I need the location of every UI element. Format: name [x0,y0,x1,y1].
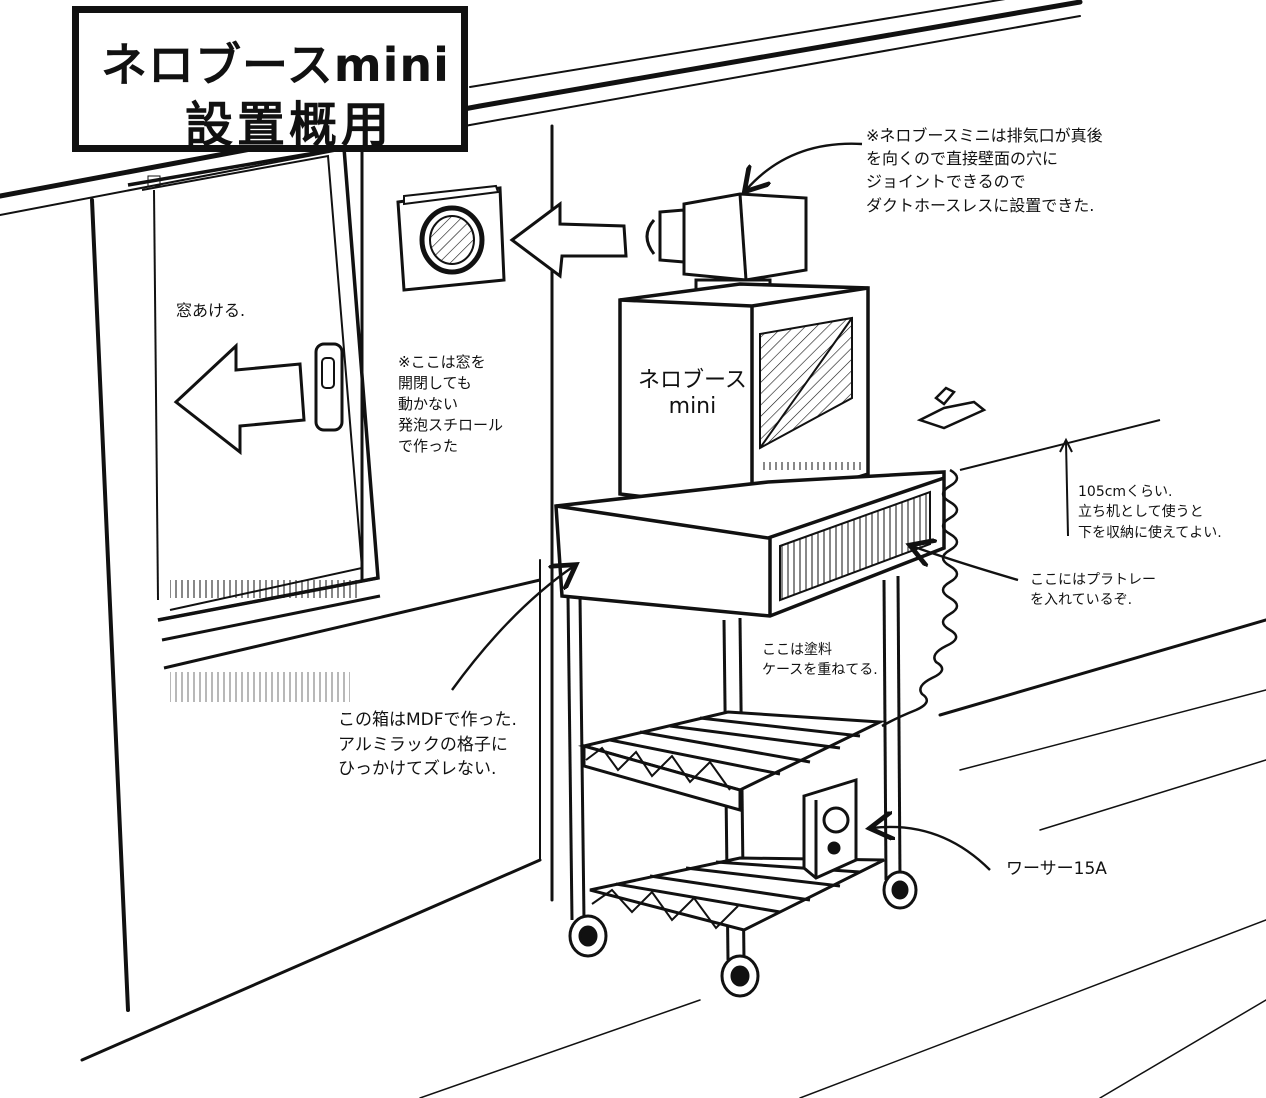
hose-coil [881,386,987,728]
tray-note: ここにはプラトレー を入れているぞ. [1030,572,1156,609]
height-marker [959,419,1161,537]
title-box: ネロブースmini 設置概用 [72,6,468,153]
booth-front-label: ネロブース mini [638,368,747,420]
duct-arrow [509,201,628,279]
box-note: この箱はMDFで作った. アルミラックの格子に ひっかけてズレない. [338,710,517,780]
wall-note: ※ここは窓を 開閉しても 動かない 発泡スチロール で作った [398,353,504,455]
compressor-label: ワーサー15A [1006,859,1107,879]
page-subtitle: 設置概用 [185,97,394,153]
rack-frame [566,575,918,998]
page-title: ネロブースmini [101,38,450,92]
wall-duct-icon [396,184,506,292]
window-arrow [173,342,306,456]
mdf-box [554,470,946,618]
exhaust-note: ※ネロブースミニは排気口が真後 を向くので直接壁面の穴に ジョイントできるので … [866,126,1103,215]
booth-body [618,282,870,512]
height-note: 105cmくらい. 立ち机として使うと 下を収納に使えてよい. [1078,484,1222,541]
window [127,145,541,702]
paint-note: ここは塗料 ケースを重ねてる. [762,642,878,679]
window-open-label: 窓あける. [176,301,246,320]
leader-lines [451,142,1019,871]
compressor-icon [802,777,858,880]
